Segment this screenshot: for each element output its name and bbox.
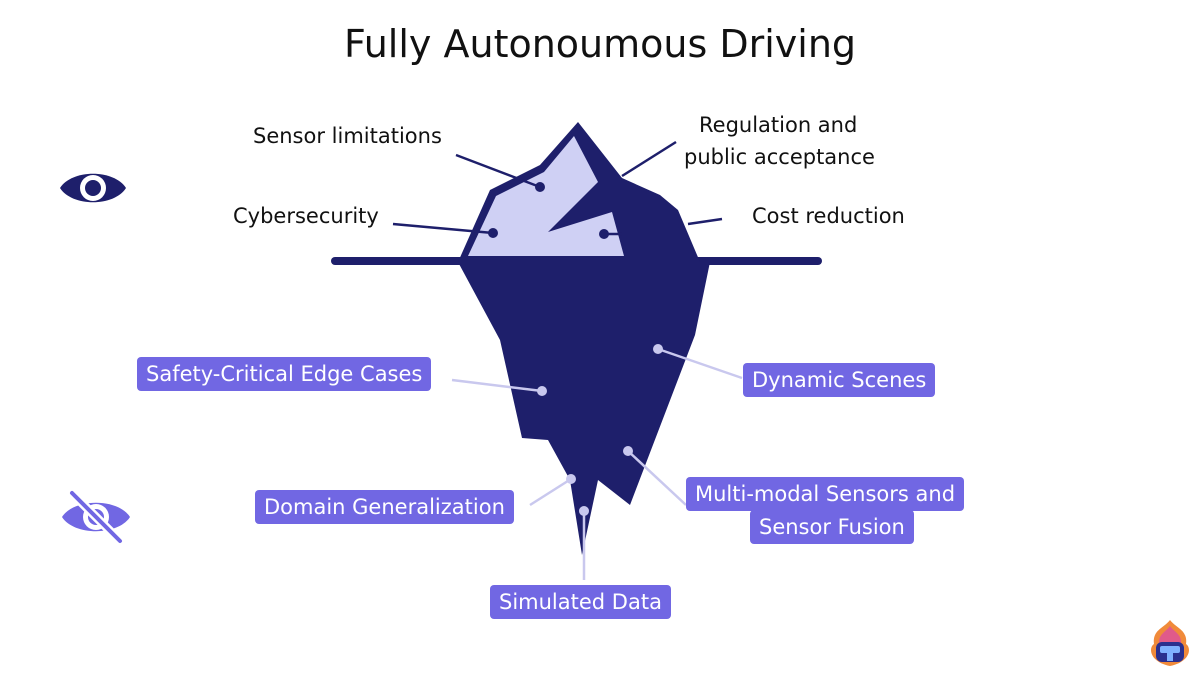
leader-cyber	[392, 222, 494, 235]
leader-dynamic	[657, 347, 743, 380]
pill-multimodal-line1: Multi-modal Sensors and	[686, 477, 965, 511]
marker-domain	[566, 474, 576, 484]
marker-dynamic	[653, 344, 663, 354]
leader-safety	[451, 378, 543, 393]
pill-safety-critical: Safety-Critical Edge Cases	[137, 357, 432, 391]
marker-cost	[599, 229, 609, 239]
pill-domain-generalization: Domain Generalization	[255, 490, 514, 524]
label-cost-reduction: Cost reduction	[752, 204, 905, 228]
marker-multimodal	[623, 446, 633, 456]
leader-cost	[687, 217, 723, 226]
label-regulation-line1: Regulation and	[699, 113, 858, 137]
iceberg-submerged	[458, 262, 710, 555]
leader-multimodal	[627, 450, 687, 506]
marker-safety	[537, 386, 547, 396]
iceberg-ice-face-right	[496, 246, 500, 248]
leader-domain	[529, 477, 572, 507]
pill-dynamic-scenes: Dynamic Scenes	[743, 363, 936, 397]
label-regulation-line2: public acceptance	[684, 145, 875, 169]
page-title: Fully Autonoumous Driving	[343, 22, 857, 66]
marker-cyber	[488, 228, 498, 238]
iceberg-ice-face-left	[468, 136, 624, 256]
label-cybersecurity: Cybersecurity	[233, 204, 379, 228]
eye-slash-icon	[62, 489, 130, 545]
leader-regulation	[621, 140, 677, 178]
marker-simulated	[579, 506, 589, 516]
logo-icon	[1151, 620, 1189, 666]
marker-sensor	[535, 182, 545, 192]
pill-multimodal-line2: Sensor Fusion	[750, 510, 914, 544]
eye-icon	[60, 173, 126, 203]
leader-sensor	[455, 153, 541, 189]
pill-simulated-data: Simulated Data	[490, 585, 671, 619]
label-sensor-limitations: Sensor limitations	[253, 124, 442, 148]
